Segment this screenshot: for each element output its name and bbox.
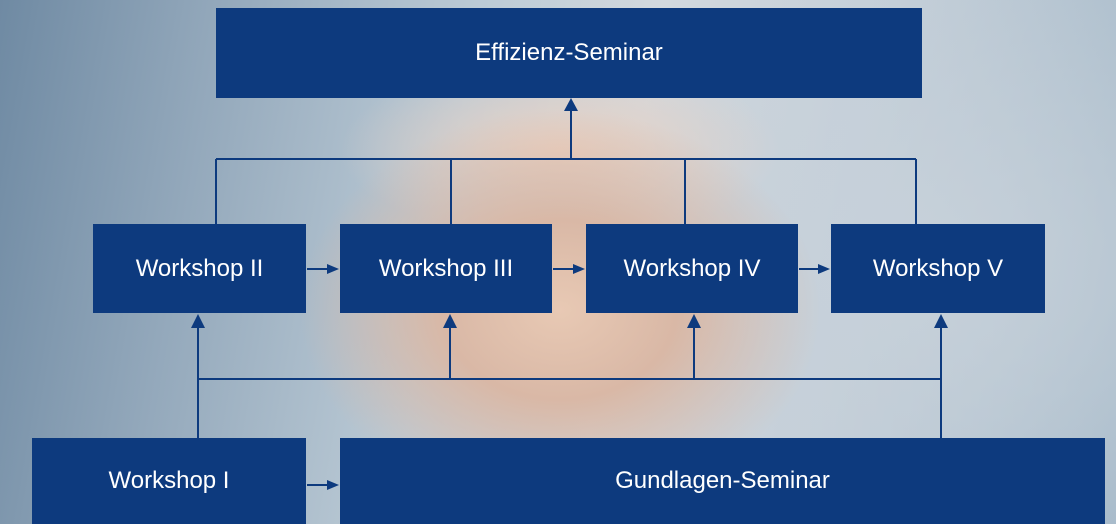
workshop-5-box: Workshop V	[831, 224, 1045, 313]
workshop-2-label: Workshop II	[135, 254, 264, 282]
workshop-1-label: Workshop I	[108, 467, 230, 494]
workshop-5-label: Workshop V	[872, 254, 1004, 282]
workshop-4-box: Workshop IV	[586, 224, 798, 313]
workshop-3-label: Workshop III	[378, 254, 514, 282]
to-w3-arrowhead	[443, 314, 457, 328]
gundlagen-seminar-label: Gundlagen-Seminar	[615, 467, 830, 494]
gundlagen-seminar-box: Gundlagen-Seminar	[340, 438, 1105, 524]
to-w2-arrowhead	[191, 314, 205, 328]
workshop-4-label: Workshop IV	[623, 254, 761, 282]
workshop-2-box: Workshop II	[93, 224, 306, 313]
w2-w3-arrowhead	[327, 264, 339, 274]
to-effizienz-arrowhead	[564, 98, 578, 111]
effizienz-seminar-box: Effizienz-Seminar	[216, 8, 922, 98]
workshop-3-box: Workshop III	[340, 224, 552, 313]
w1-gundlagen-arrowhead	[327, 480, 339, 490]
to-w4-arrowhead	[687, 314, 701, 328]
workshop-1-box: Workshop I	[32, 438, 306, 524]
w3-w4-arrowhead	[573, 264, 585, 274]
effizienz-seminar-label: Effizienz-Seminar	[475, 39, 663, 66]
w4-w5-arrowhead	[818, 264, 830, 274]
to-w5-arrowhead	[934, 314, 948, 328]
